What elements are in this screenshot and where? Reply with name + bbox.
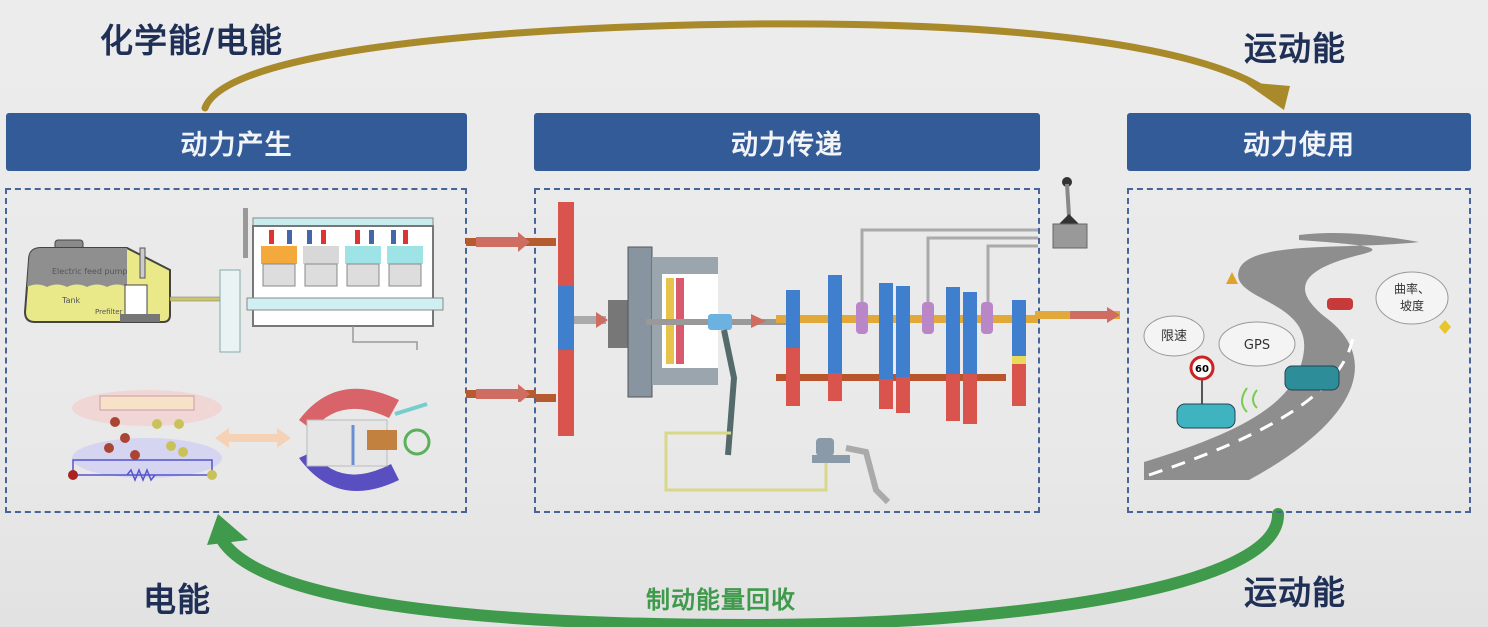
input-gear-stack-icon [558,202,574,436]
engine-icon [219,208,444,353]
v2v-signal-icon [1241,387,1258,413]
bottom-arrow-head [207,514,248,545]
output-shaft-arrow-icon [1035,307,1120,323]
svg-text:坡度: 坡度 [1400,298,1424,313]
winding-road-icon [1144,232,1419,480]
tank-pump-label: Electric feed pump [52,267,128,276]
curvature-slope-bubble: 曲率、 坡度 [1375,271,1449,325]
car-front-icon [1176,403,1236,429]
speed-limit-bubble: 限速 [1143,315,1205,357]
panel-power-generation: Electric feed pump Tank Prefilter [5,188,467,513]
top-target-energy-label: 运动能 [1244,29,1346,68]
engine-output-arrows-icon [466,232,536,402]
road-scene-illustration: 60 限速 GPS 曲率、 坡度 [1143,232,1451,480]
transmission-illustration [536,202,1116,505]
stage-header-transmission: 动力传递 [534,113,1040,171]
stage-header-usage: 动力使用 [1127,113,1471,171]
stage-header-generation: 动力产生 [6,113,467,171]
gearbox-gears-icon [776,228,1116,424]
top-energy-arrow [201,20,1266,112]
car-red-icon [1327,298,1353,310]
curve-sign-icon [1439,320,1451,334]
regen-braking-caption: 制动能量回收 [646,586,796,614]
gear-shifter-icon [1052,177,1088,249]
tank-prefilter-label: Prefilter [95,308,123,316]
svg-text:曲率、: 曲率、 [1394,281,1430,296]
input-shaft-arrows-icon [536,238,556,402]
electric-motor-icon [299,388,431,491]
clutch-assembly-icon [608,246,891,505]
speed-limit-sign-icon: 60 [1189,355,1215,415]
fuel-tank-icon: Electric feed pump Tank Prefilter [23,239,221,323]
car-middle-icon [1284,365,1340,391]
bottom-source-energy-label: 运动能 [1244,573,1346,612]
generation-illustration: Electric feed pump Tank Prefilter [23,208,444,491]
panel-power-transmission [534,188,1116,513]
bottom-energy-arrow [216,508,1285,627]
svg-text:限速: 限速 [1161,329,1187,344]
conversion-double-arrow-icon [215,428,291,448]
panel-power-usage: 60 限速 GPS 曲率、 坡度 [1127,188,1471,513]
top-source-energy-label: 化学能/电能 [100,21,284,60]
tank-label: Tank [61,296,81,305]
speed-limit-value: 60 [1195,364,1209,375]
bottom-target-energy-label: 电能 [143,580,211,619]
svg-text:GPS: GPS [1244,338,1270,353]
gps-bubble: GPS [1218,321,1296,367]
top-arrow-head [1244,82,1290,110]
thermoelectric-icon [68,390,222,483]
warning-sign-icon [1226,272,1238,284]
